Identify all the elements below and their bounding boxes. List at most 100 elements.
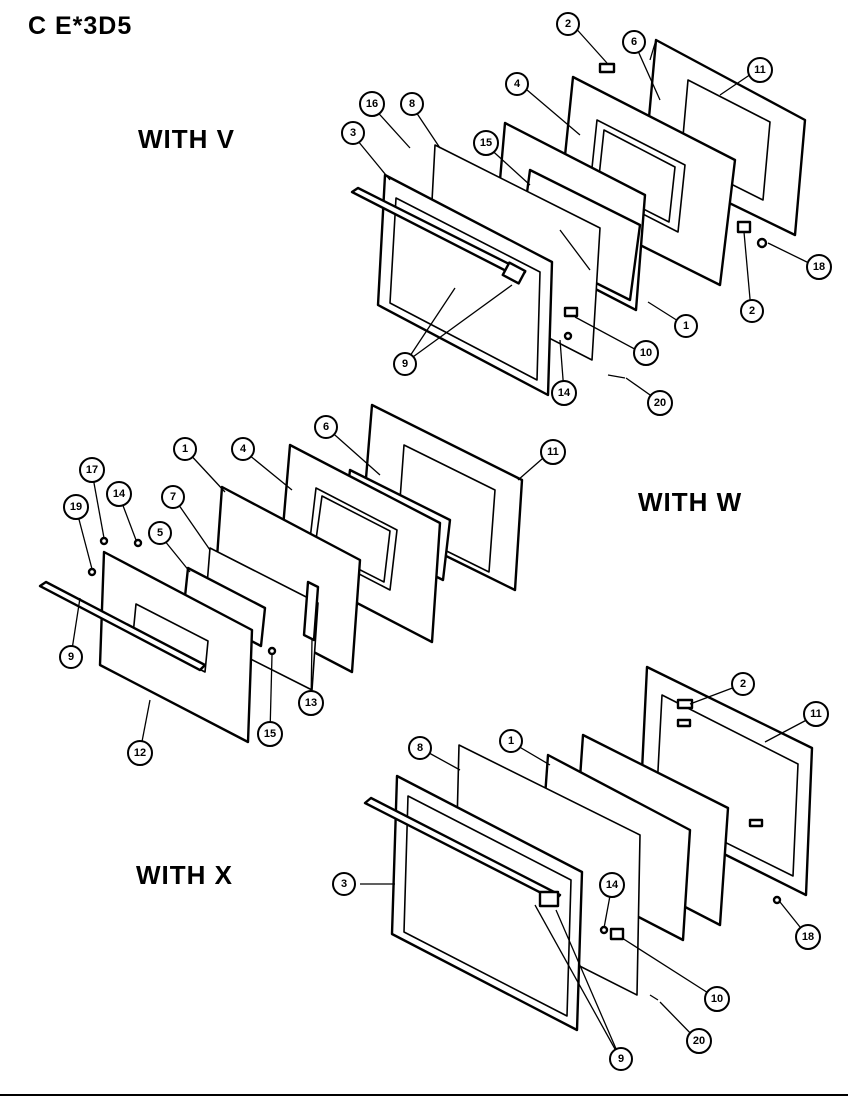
assembly-with-x bbox=[360, 665, 817, 1059]
part-w-door-handle bbox=[38, 580, 207, 672]
callout-x-3: 3 bbox=[332, 872, 356, 896]
svg-text:1: 1 bbox=[683, 320, 689, 332]
callout-w-12: 12 bbox=[127, 740, 153, 766]
svg-text:18: 18 bbox=[813, 261, 825, 273]
svg-text:12: 12 bbox=[134, 747, 146, 759]
svg-text:9: 9 bbox=[68, 651, 74, 663]
callout-w-17: 17 bbox=[79, 457, 105, 483]
svg-text:11: 11 bbox=[810, 708, 822, 720]
svg-text:4: 4 bbox=[514, 78, 521, 90]
callout-x-18: 18 bbox=[795, 924, 821, 950]
assembly-with-v bbox=[350, 23, 816, 403]
part-x-door-back-frame bbox=[638, 665, 814, 897]
part-hinge-clip-top bbox=[598, 62, 616, 74]
callout-x-10: 10 bbox=[704, 986, 730, 1012]
svg-text:19: 19 bbox=[70, 501, 82, 513]
svg-text:14: 14 bbox=[558, 387, 571, 399]
callout-x-9: 9 bbox=[609, 1047, 633, 1071]
callout-v-4: 4 bbox=[505, 72, 529, 96]
part-x-glass-clip bbox=[609, 927, 625, 941]
callout-v-10: 10 bbox=[633, 340, 659, 366]
callout-v-8: 8 bbox=[400, 92, 424, 116]
svg-text:20: 20 bbox=[693, 1035, 705, 1047]
svg-text:13: 13 bbox=[305, 697, 317, 709]
svg-text:9: 9 bbox=[618, 1053, 624, 1065]
svg-text:18: 18 bbox=[802, 931, 814, 943]
part-w-bracket-13 bbox=[302, 580, 320, 642]
svg-text:15: 15 bbox=[480, 137, 492, 149]
svg-text:6: 6 bbox=[323, 421, 329, 433]
callout-v-3: 3 bbox=[341, 121, 365, 145]
part-w-inner-door-panel bbox=[278, 443, 442, 644]
callout-v-2-top: 2 bbox=[556, 12, 580, 36]
callout-v-20: 20 bbox=[647, 390, 673, 416]
callout-v-2-bottom: 2 bbox=[740, 299, 764, 323]
svg-text:8: 8 bbox=[409, 98, 415, 110]
svg-text:6: 6 bbox=[631, 36, 637, 48]
part-x-hinge-clip bbox=[676, 698, 694, 710]
part-hinge-clip-bottom bbox=[736, 220, 752, 234]
svg-text:10: 10 bbox=[711, 993, 723, 1005]
svg-text:5: 5 bbox=[157, 527, 163, 539]
callout-x-1: 1 bbox=[499, 729, 523, 753]
callout-w-14: 14 bbox=[106, 481, 132, 507]
part-screw-18 bbox=[756, 237, 768, 249]
assembly-with-w bbox=[38, 403, 551, 753]
callout-v-18: 18 bbox=[806, 254, 832, 280]
svg-text:9: 9 bbox=[402, 358, 408, 370]
section-label-with-x: WITH X bbox=[136, 860, 233, 890]
svg-text:14: 14 bbox=[113, 488, 126, 500]
svg-text:7: 7 bbox=[170, 491, 176, 503]
callout-w-1: 1 bbox=[173, 437, 197, 461]
svg-text:10: 10 bbox=[640, 347, 652, 359]
svg-text:14: 14 bbox=[606, 879, 619, 891]
svg-text:11: 11 bbox=[754, 64, 766, 76]
callout-v-16: 16 bbox=[359, 91, 385, 117]
part-inner-door-panel bbox=[558, 75, 737, 287]
page-title: C E*3D5 bbox=[28, 12, 133, 40]
part-outer-door-frame bbox=[376, 173, 554, 397]
callout-x-11: 11 bbox=[803, 701, 829, 727]
callout-w-9: 9 bbox=[59, 645, 83, 669]
callout-w-19: 19 bbox=[63, 494, 89, 520]
callouts: 2 6 11 4 16 8 3 15 18 2 1 10 9 14 20 1 4… bbox=[59, 12, 832, 1071]
part-screw-20 bbox=[607, 374, 626, 379]
callout-v-9: 9 bbox=[393, 352, 417, 376]
callout-w-6: 6 bbox=[314, 415, 338, 439]
svg-text:2: 2 bbox=[740, 678, 746, 690]
callout-v-11: 11 bbox=[747, 57, 773, 83]
part-x-handle-cap bbox=[538, 890, 560, 908]
svg-text:1: 1 bbox=[508, 735, 514, 747]
part-door-handle bbox=[350, 186, 527, 285]
svg-text:1: 1 bbox=[182, 443, 188, 455]
svg-text:20: 20 bbox=[654, 397, 666, 409]
callout-w-4: 4 bbox=[231, 437, 255, 461]
part-x-door-handle bbox=[363, 796, 562, 902]
callout-w-15: 15 bbox=[257, 721, 283, 747]
svg-text:2: 2 bbox=[565, 18, 571, 30]
svg-text:2: 2 bbox=[749, 305, 755, 317]
svg-text:15: 15 bbox=[264, 728, 276, 740]
section-label-with-w: WITH W bbox=[638, 487, 743, 517]
callout-v-15: 15 bbox=[473, 130, 499, 156]
callout-x-8: 8 bbox=[408, 736, 432, 760]
callout-v-6: 6 bbox=[622, 30, 646, 54]
bottom-rule bbox=[0, 1094, 848, 1096]
callout-w-13: 13 bbox=[298, 690, 324, 716]
callout-v-1: 1 bbox=[674, 314, 698, 338]
part-w-outer-door bbox=[98, 550, 254, 744]
callout-w-5: 5 bbox=[148, 521, 172, 545]
svg-text:17: 17 bbox=[86, 464, 98, 476]
section-label-with-v: WITH V bbox=[138, 124, 235, 154]
callout-w-11: 11 bbox=[540, 439, 566, 465]
callout-x-2: 2 bbox=[731, 672, 755, 696]
callout-v-14: 14 bbox=[551, 380, 577, 406]
svg-text:8: 8 bbox=[417, 742, 423, 754]
svg-text:16: 16 bbox=[366, 98, 378, 110]
part-w-door-back-frame bbox=[361, 403, 524, 592]
callout-w-7: 7 bbox=[161, 485, 185, 509]
svg-text:3: 3 bbox=[341, 878, 347, 890]
callout-x-14: 14 bbox=[599, 872, 625, 898]
callout-x-20: 20 bbox=[686, 1028, 712, 1054]
